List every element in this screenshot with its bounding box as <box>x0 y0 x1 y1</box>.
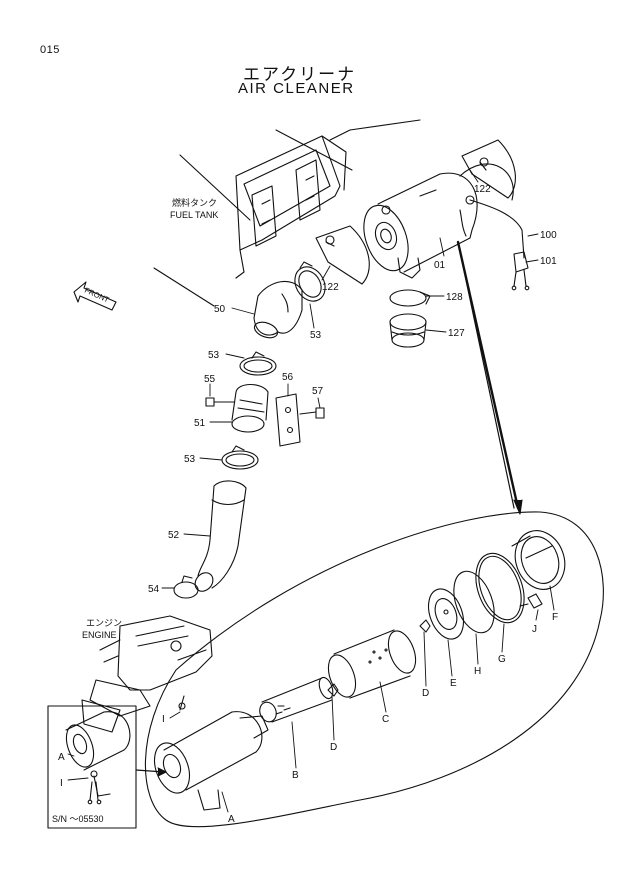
serial-inset-box <box>47 705 167 829</box>
callout-F: F <box>552 612 558 623</box>
callout-E: E <box>450 678 457 689</box>
callout-53-top: 53 <box>310 330 322 341</box>
inset-callout-A: A <box>58 752 65 763</box>
hose-50 <box>153 267 303 339</box>
detail-gasket-H <box>453 570 495 634</box>
detail-element-B <box>259 676 334 723</box>
hose-127 <box>389 313 427 348</box>
callout-I: I <box>162 714 165 725</box>
leader-lines <box>67 169 555 813</box>
bolt-55 <box>205 397 235 407</box>
clamp-122-lower <box>315 225 370 285</box>
detail-cover-E <box>427 588 465 640</box>
callout-101: 101 <box>540 256 557 267</box>
callout-122-lower: 122 <box>322 282 339 293</box>
callout-D-lower: D <box>330 742 337 753</box>
front-arrow-label: FRONT <box>83 286 111 305</box>
detail-housing-A <box>153 695 269 811</box>
callout-numbers: 122 122 100 101 01 128 127 50 53 53 55 5… <box>58 184 558 825</box>
callout-H: H <box>474 666 481 677</box>
callout-A: A <box>228 814 235 825</box>
detail-filter-C <box>327 629 417 699</box>
clamp-54 <box>173 575 199 599</box>
detail-nut-D-2 <box>419 619 431 633</box>
elbow-51 <box>231 383 269 433</box>
callout-52: 52 <box>168 530 180 541</box>
callout-D-upper: D <box>422 688 429 699</box>
clamp-53-lower <box>221 445 259 470</box>
page-number: 015 <box>40 44 60 56</box>
clamp-122-upper <box>461 139 516 199</box>
callout-56: 56 <box>282 372 294 383</box>
fuel-tank-label-en: FUEL TANK <box>170 210 218 220</box>
callout-54: 54 <box>148 584 160 595</box>
callout-B: B <box>292 770 299 781</box>
callout-J: J <box>532 624 537 635</box>
detail-cup-F <box>511 530 566 590</box>
callout-122-upper: 122 <box>474 184 491 195</box>
callout-01: 01 <box>434 260 446 271</box>
callout-55: 55 <box>204 374 216 385</box>
title-english: AIR CLEANER <box>238 80 355 97</box>
detail-ring-G <box>475 552 525 624</box>
fuel-tank-bracket <box>179 119 421 279</box>
callout-128: 128 <box>446 292 463 303</box>
connector-100-101 <box>511 251 530 291</box>
detail-nut-D-1 <box>327 683 339 697</box>
callout-100: 100 <box>540 230 557 241</box>
front-arrow <box>73 281 117 311</box>
callout-53-lower: 53 <box>184 454 196 465</box>
inset-callout-I: I <box>60 778 63 789</box>
engine-label-en: ENGINE <box>82 630 117 640</box>
callout-C: C <box>382 714 389 725</box>
callout-53-middle: 53 <box>208 350 220 361</box>
detail-callout-bubble <box>144 240 604 828</box>
callout-50: 50 <box>214 304 226 315</box>
clamp-53-middle <box>239 351 277 376</box>
fuel-tank-label-jp: 燃料タンク <box>172 197 217 208</box>
bracket-56 <box>275 393 301 447</box>
serial-number-note: S/N ～05530 <box>52 814 104 824</box>
detail-clip-J <box>519 593 543 609</box>
clamp-53-top <box>294 261 326 302</box>
callout-G: G <box>498 654 506 665</box>
hose-52 <box>194 480 247 592</box>
text-labels: 燃料タンク FUEL TANK エンジン ENGINE FRONT S/N ～0… <box>52 197 218 824</box>
callout-57: 57 <box>312 386 324 397</box>
engine-label-jp: エンジン <box>86 618 122 628</box>
title-japanese: エアクリーナ <box>243 65 357 84</box>
engine-outline <box>81 615 213 733</box>
clamp-128 <box>389 289 431 307</box>
callout-127: 127 <box>448 328 465 339</box>
callout-51: 51 <box>194 418 206 429</box>
bolt-57 <box>299 407 325 419</box>
